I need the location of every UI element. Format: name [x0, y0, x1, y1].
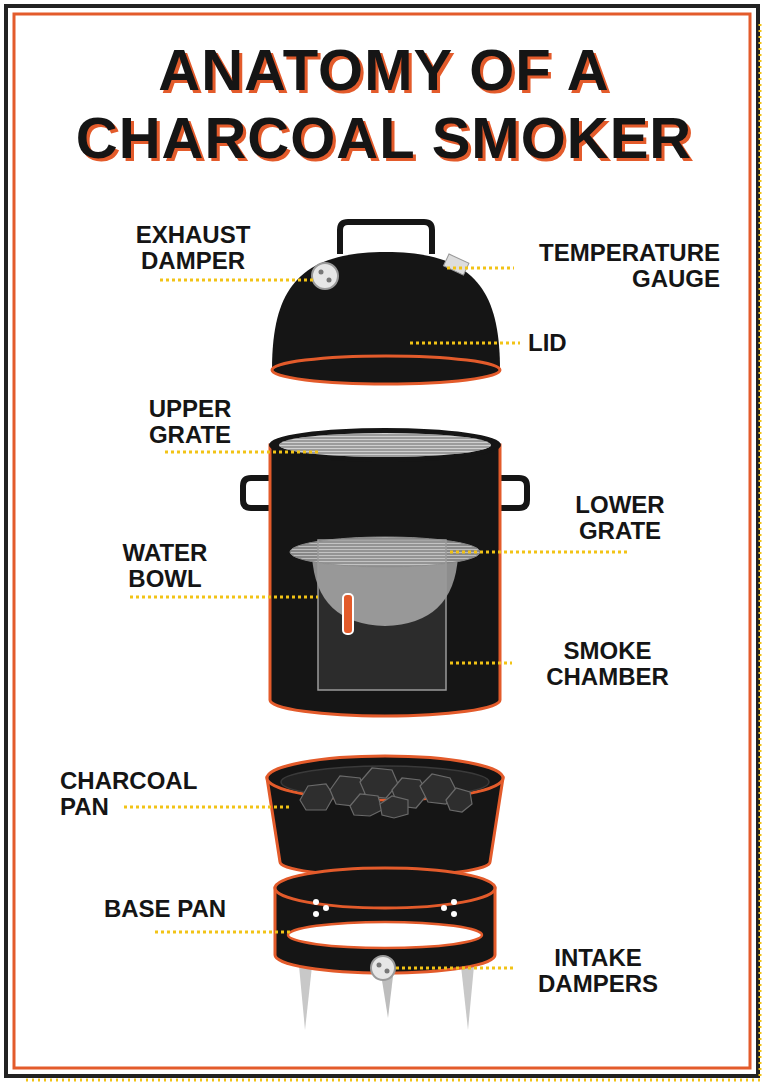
exhaust-damper [312, 263, 338, 289]
side-handle [243, 478, 270, 508]
leader-lines [124, 268, 630, 968]
outer-frame [6, 6, 758, 1076]
part-label: CHARCOAL PAN [60, 768, 220, 820]
part-label: LID [528, 330, 598, 356]
lid-rim [272, 356, 500, 384]
damper-hole [377, 963, 382, 968]
part-label: BASE PAN [80, 896, 250, 922]
vent-holes [313, 899, 457, 917]
temperature-gauge [443, 254, 468, 275]
chamber-rim [270, 429, 500, 461]
part-label: INTAKE DAMPERS [523, 945, 673, 997]
part-label: LOWER GRATE [555, 492, 685, 544]
part-label: UPPER GRATE [125, 396, 255, 448]
access-door [318, 540, 446, 690]
charcoal-lumps [300, 768, 472, 818]
part-label: WATER BOWL [100, 540, 230, 592]
base-pan-opening [288, 922, 482, 948]
damper-hole [319, 270, 324, 275]
side-handle [500, 478, 527, 508]
inner-frame [14, 14, 750, 1068]
dotted-frame [24, 24, 760, 1080]
lid [272, 252, 500, 370]
part-label: TEMPERATURE GAUGE [520, 240, 720, 292]
smoke-chamber [270, 445, 500, 716]
part-label: EXHAUST DAMPER [118, 222, 268, 274]
door-handle [343, 594, 353, 634]
base-pan-rim [275, 868, 495, 908]
lid-handle [340, 222, 432, 254]
damper-hole [327, 278, 332, 283]
intake-damper [371, 956, 395, 980]
part-label: SMOKE CHAMBER [520, 638, 695, 690]
poster-title: ANATOMY OF A CHARCOAL SMOKER [34, 36, 734, 172]
damper-hole [385, 969, 390, 974]
